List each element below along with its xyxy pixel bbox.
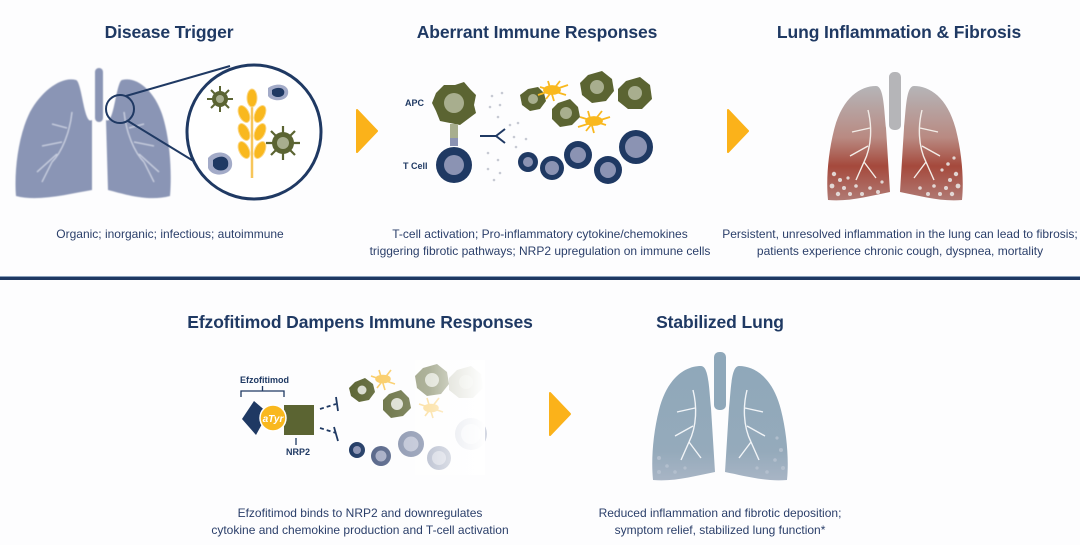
lung-inflammation-caption-line1: Persistent, unresolved inflammation in t… — [722, 227, 1078, 241]
t-cell-icon — [436, 147, 472, 183]
particle-icon — [208, 152, 233, 175]
aberrant-immune-caption-line1: T-cell activation; Pro-inflammatory cyto… — [392, 227, 688, 241]
stabilized-lung-title: Stabilized Lung — [656, 312, 784, 332]
svg-text:aTyr: aTyr — [263, 414, 285, 425]
aberrant-immune-title: Aberrant Immune Responses — [416, 22, 658, 42]
wheat-grain-icon — [237, 88, 267, 178]
lung-inflammation-caption-line2: patients experience chronic cough, dyspn… — [756, 244, 1044, 258]
particle-icon — [268, 84, 289, 101]
flow-arrow-icon — [549, 392, 571, 436]
disease-trigger-title: Disease Trigger — [104, 22, 234, 42]
dendritic-cell-icon — [537, 80, 569, 102]
nrp2-receptor-icon — [284, 405, 314, 435]
flow-arrow-icon — [727, 109, 749, 153]
disease-trigger-caption: Organic; inorganic; infectious; autoimmu… — [56, 227, 284, 241]
inhibition-icon — [319, 426, 339, 442]
flow-arrow-icon — [356, 109, 378, 153]
section-divider — [0, 276, 1080, 280]
fibrosis-deposits — [829, 156, 961, 197]
efzofitimod-caption-line1: Efzofitimod binds to NRP2 and downregula… — [237, 506, 483, 520]
zoom-magnifier — [105, 63, 323, 201]
aberrant-immune-caption-line2: triggering fibrotic pathways; NRP2 upreg… — [369, 244, 711, 258]
apc-label: APC — [405, 98, 425, 108]
virus-icon — [266, 126, 300, 160]
efzofitimod-binding-illustration: aTyr — [240, 386, 339, 445]
lung-illustration-stabilized — [652, 352, 788, 481]
dampened-immune-cells — [345, 360, 487, 475]
efzofitimod-label: Efzofitimod — [240, 375, 289, 385]
efzofitimod-title: Efzofitimod Dampens Immune Responses — [187, 312, 533, 332]
efzofitimod-molecule-icon — [242, 401, 268, 435]
lung-inflammation-title: Lung Inflammation & Fibrosis — [776, 22, 1022, 42]
stabilized-lung-caption-line1: Reduced inflammation and fibrotic deposi… — [598, 506, 842, 520]
apc-cell-icon — [432, 82, 476, 125]
immune-response-illustration — [432, 71, 653, 184]
virus-icon — [207, 86, 233, 112]
t-cell-label: T Cell — [403, 161, 428, 171]
signaling-icon — [480, 128, 506, 144]
lung-illustration-inflamed — [827, 72, 963, 201]
stabilized-lung-caption-line2: symptom relief, stabilized lung function… — [614, 523, 826, 537]
lung-illustration-disease — [15, 68, 171, 199]
inhibition-icon — [319, 396, 339, 412]
nrp2-label: NRP2 — [286, 447, 311, 457]
dendritic-cell-icon — [577, 110, 611, 134]
atyr-logo: aTyr — [259, 404, 287, 432]
efzofitimod-caption-line2: cytokine and chemokine production and T-… — [211, 523, 509, 537]
